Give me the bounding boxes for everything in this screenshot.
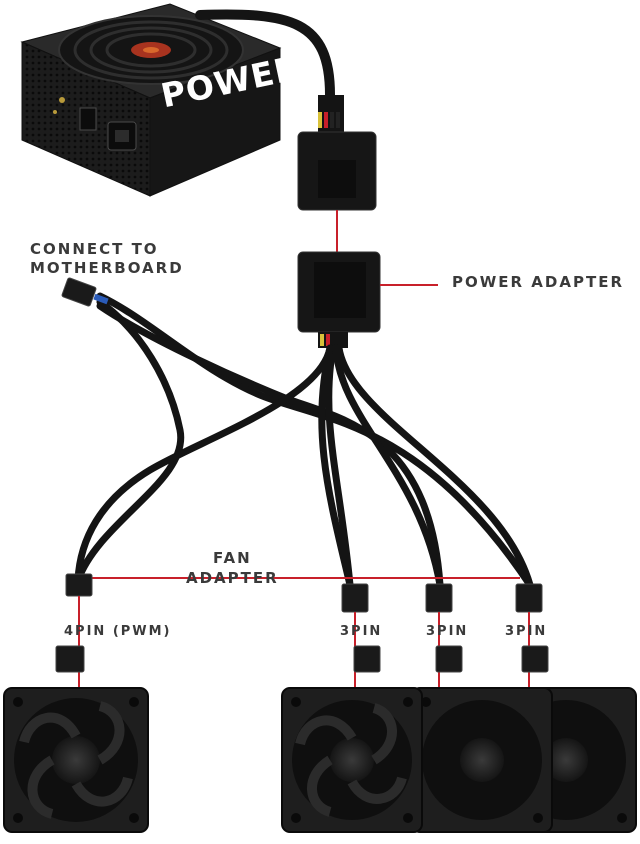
psu-molex-connector xyxy=(297,95,377,211)
fan-adapter-label: FAN ADAPTER xyxy=(186,548,279,588)
pin-label-3pin: 3PIN xyxy=(426,624,469,639)
fan-label-line-2: ADAPTER xyxy=(186,569,279,587)
power-supply: POWER xyxy=(20,3,335,197)
pin-guide-lines xyxy=(78,596,530,690)
pin-label-3pin: 3PIN xyxy=(340,624,383,639)
fan-hub-icon xyxy=(52,736,100,784)
connect-to-motherboard-label: CONNECT TO MOTHERBOARD xyxy=(30,240,184,278)
adapter-molex-connector xyxy=(297,251,381,348)
fan-hub-icon xyxy=(330,738,374,782)
fan-3pin-b xyxy=(411,687,553,833)
fan-plug-connectors xyxy=(65,573,543,613)
fan-3pin-a xyxy=(281,687,423,833)
motherboard-connector xyxy=(61,277,97,307)
power-adapter-label: POWER ADAPTER xyxy=(452,273,625,291)
connect-label-line-2: MOTHERBOARD xyxy=(30,259,184,277)
adapter-cables xyxy=(74,292,534,589)
fan-pwm xyxy=(3,687,149,833)
fan-label-line-1: FAN xyxy=(213,549,252,567)
power-switch-icon xyxy=(79,107,97,131)
psu-brand-text: POWER xyxy=(157,50,290,116)
fan-socket-connectors xyxy=(55,645,549,673)
pin-label-3pin: 3PIN xyxy=(505,624,548,639)
pin-label-pwm: 4PIN (PWM) xyxy=(64,624,172,639)
connect-label-line-1: CONNECT TO xyxy=(30,240,159,258)
